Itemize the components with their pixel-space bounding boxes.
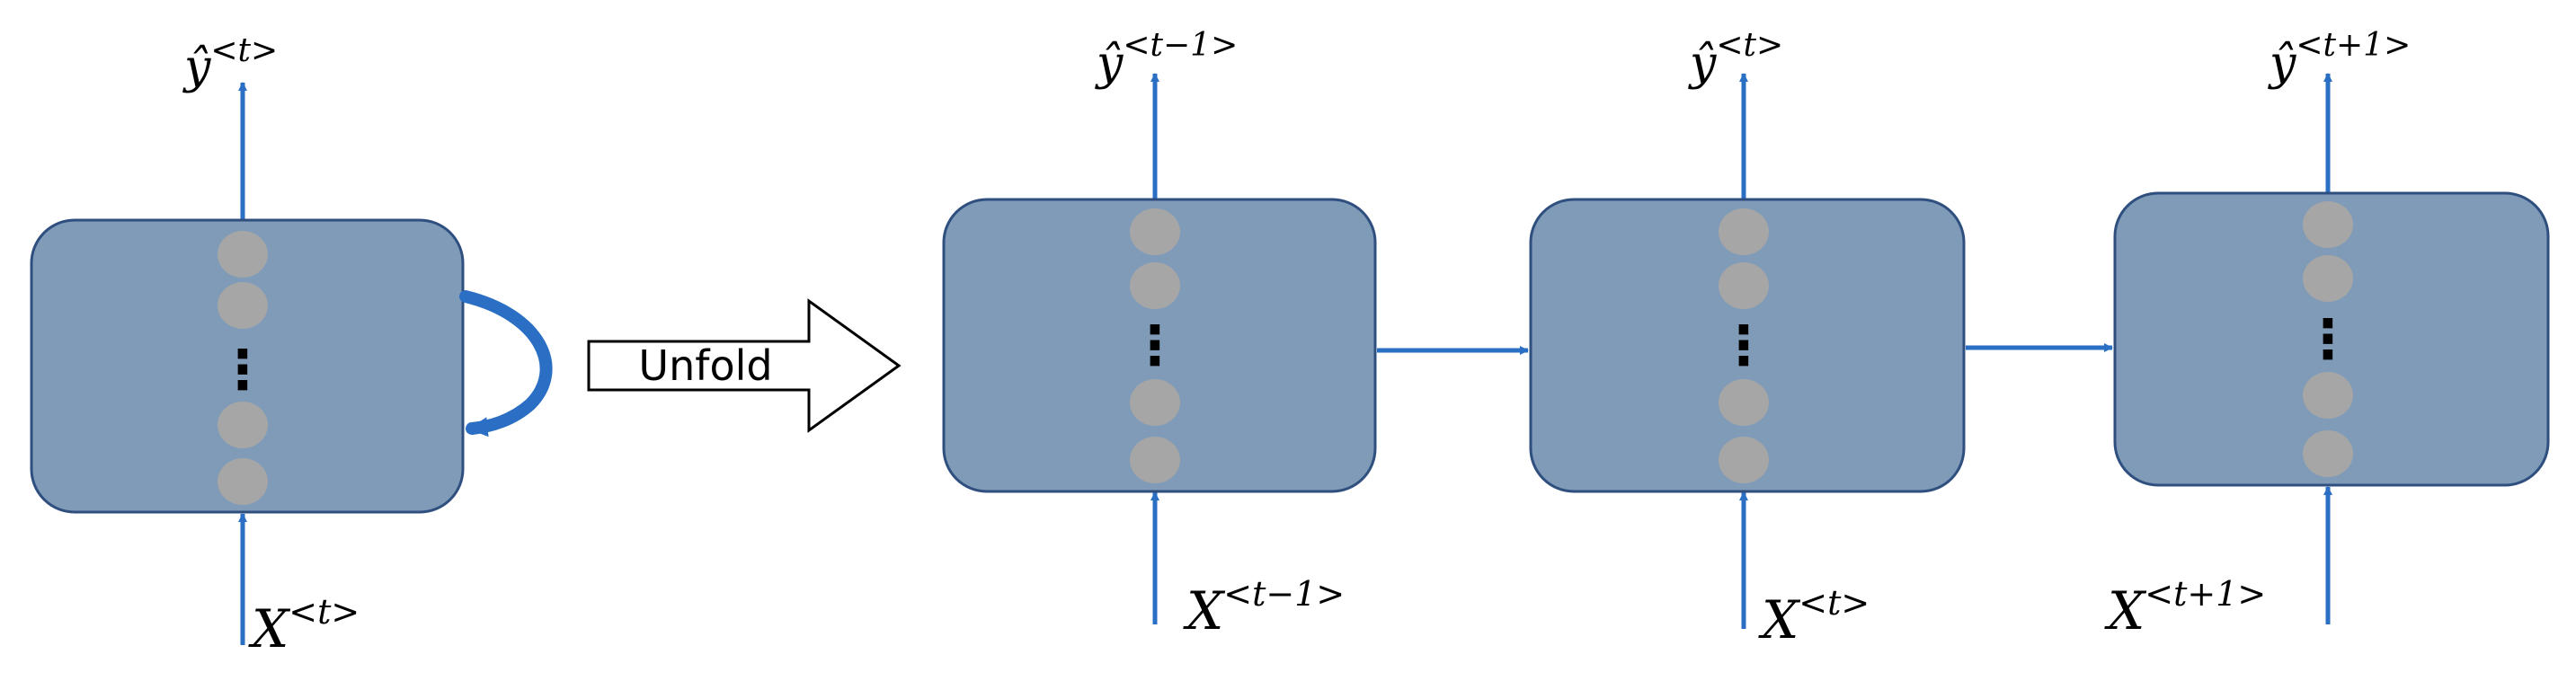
hidden-node — [1719, 208, 1769, 255]
unfolded-cell-t: ⋮ ŷ<t> X<t> — [1529, 27, 1966, 650]
unfolded-cell-t-minus-1: ⋮ ŷ<t−1> X<t−1> — [942, 27, 1377, 641]
hidden-node — [1130, 379, 1180, 426]
folded-output-label: ŷ<t> — [182, 32, 278, 94]
output-label: ŷ<t−1> — [1095, 27, 1238, 91]
output-label: ŷ<t+1> — [2268, 27, 2411, 91]
hidden-node — [218, 458, 268, 505]
input-label: X<t> — [1758, 583, 1870, 650]
hidden-node — [218, 402, 268, 448]
output-label: ŷ<t> — [1688, 27, 1783, 91]
hidden-node — [2303, 201, 2353, 248]
hidden-node — [2303, 255, 2353, 302]
input-label: X<t+1> — [2104, 574, 2266, 641]
recurrent-loop-arrow — [459, 290, 553, 438]
unfold-arrow-shape — [587, 298, 902, 433]
hidden-box — [942, 198, 1377, 493]
hidden-node — [1130, 437, 1180, 483]
input-label: X<t−1> — [1183, 574, 1345, 641]
folded-ellipsis: ⋮ — [216, 339, 270, 402]
unfold-arrow-label: Unfold — [638, 341, 772, 390]
hidden-node — [218, 282, 268, 329]
hidden-box — [1529, 198, 1966, 493]
ellipsis: ⋮ — [1128, 314, 1182, 377]
hidden-node — [1719, 262, 1769, 309]
hidden-node — [2303, 372, 2353, 419]
hidden-node — [1719, 437, 1769, 483]
hidden-node — [1719, 379, 1769, 426]
unfold-arrow: Unfold — [587, 298, 902, 433]
hidden-node — [1130, 262, 1180, 309]
ellipsis: ⋮ — [2301, 308, 2355, 371]
unfolded-cell-t-plus-1: ⋮ ŷ<t+1> X<t+1> — [2104, 27, 2550, 641]
ellipsis: ⋮ — [1717, 314, 1771, 377]
hidden-node — [2303, 430, 2353, 477]
hidden-box — [2113, 191, 2550, 487]
folded-input-label: X<t> — [248, 592, 360, 659]
hidden-node — [1130, 208, 1180, 255]
hidden-node — [218, 231, 268, 278]
folded-hidden-box — [30, 218, 465, 514]
folded-rnn-cell: ⋮ ŷ<t> X<t> — [30, 32, 553, 659]
